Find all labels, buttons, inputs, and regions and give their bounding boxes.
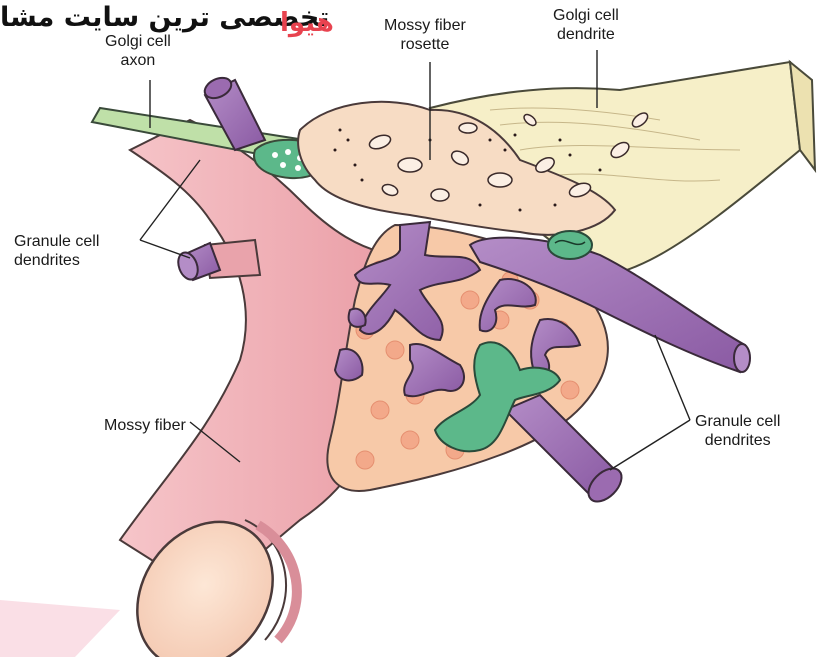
label-granule-left-line1: Granule cell bbox=[14, 232, 99, 251]
label-granule-cell-dendrites-right: Granule cell dendrites bbox=[695, 412, 780, 450]
label-granule-left-line2: dendrites bbox=[14, 251, 99, 270]
label-mossy-fiber: Mossy fiber bbox=[104, 416, 186, 435]
label-granule-right-line1: Granule cell bbox=[695, 412, 780, 431]
background-wedge bbox=[0, 600, 120, 657]
label-golgi-cell-dendrite: Golgi cell dendrite bbox=[553, 6, 619, 44]
label-golgi-cell-axon-line1: Golgi cell bbox=[105, 32, 171, 51]
label-golgi-cell-axon: Golgi cell axon bbox=[105, 32, 171, 70]
golgi-synapse-node bbox=[548, 231, 592, 259]
label-golgi-cell-axon-line2: axon bbox=[105, 51, 171, 70]
label-golgi-cell-dendrite-line2: dendrite bbox=[553, 25, 619, 44]
label-granule-right-line2: dendrites bbox=[695, 431, 780, 450]
label-golgi-cell-dendrite-line1: Golgi cell bbox=[553, 6, 619, 25]
label-mossy-fiber-rosette: Mossy fiber rosette bbox=[384, 16, 466, 54]
label-mossy-fiber-rosette-line2: rosette bbox=[384, 35, 466, 54]
label-granule-cell-dendrites-left: Granule cell dendrites bbox=[14, 232, 99, 270]
label-mossy-fiber-rosette-line1: Mossy fiber bbox=[384, 16, 466, 35]
watermark-brand: هیوا bbox=[280, 8, 334, 38]
